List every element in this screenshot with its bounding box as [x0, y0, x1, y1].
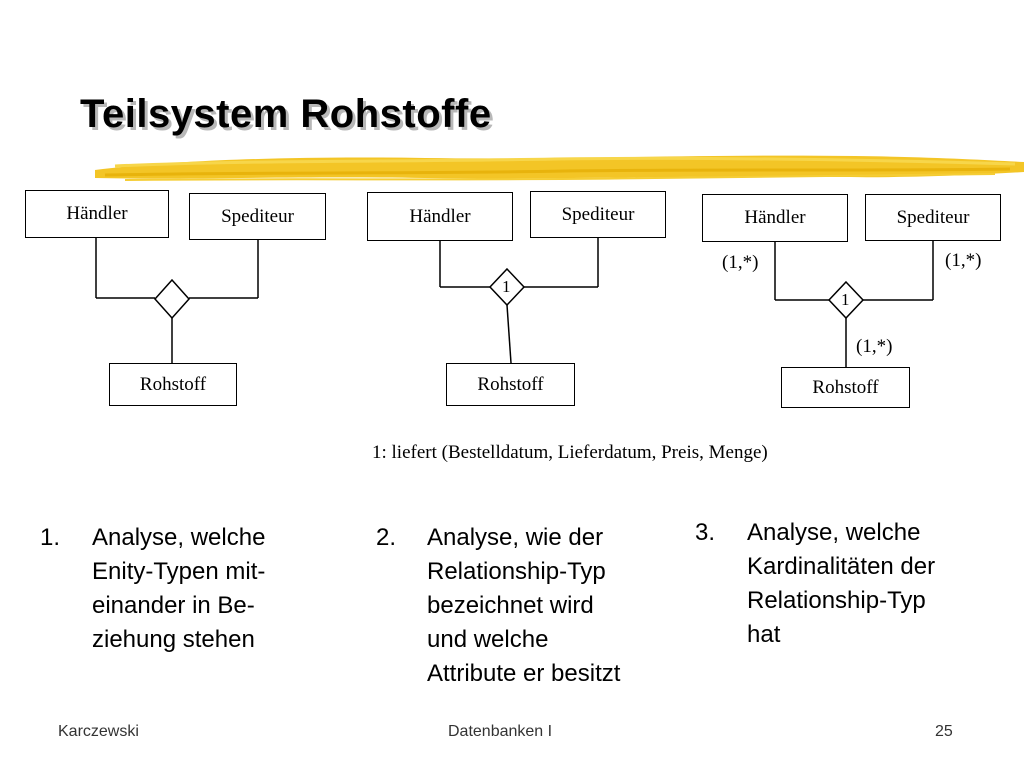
- diagram-1-entity-haendler: Händler: [25, 190, 169, 238]
- diagram-3-cardinality-haendler: (1,*): [722, 252, 759, 273]
- diagram-2-entity-haendler: Händler: [367, 192, 513, 241]
- diagram-1-entity-spediteur: Spediteur: [189, 193, 326, 240]
- point-3-line: Kardinalitäten der: [747, 553, 936, 580]
- point-3-number: 3.: [695, 519, 716, 546]
- point-2-line: Attribute er besitzt: [427, 660, 621, 687]
- point-2-line: Analyse, wie der: [427, 524, 604, 551]
- point-1-number: 1.: [40, 524, 61, 551]
- point-1-text: Analyse, welche Enity-Typen mit- einande…: [92, 521, 265, 657]
- diagram-3-entity-haendler: Händler: [702, 194, 848, 242]
- point-1-line: Enity-Typen mit-: [92, 558, 266, 585]
- footer-course: Datenbanken I: [448, 723, 553, 740]
- diagram-3-relationship-diamond: [827, 280, 865, 320]
- point-2-text: Analyse, wie der Relationship-Typ bezeic…: [427, 521, 620, 691]
- diagram-3-cardinality-rohstoff: (1,*): [856, 336, 893, 357]
- diagram-2-entity-rohstoff: Rohstoff: [446, 363, 575, 406]
- diagram-3-lines: [774, 241, 934, 367]
- relationship-caption: 1: liefert (Bestelldatum, Lieferdatum, P…: [372, 442, 768, 463]
- slide-title: Teilsystem Rohstoffe: [80, 92, 492, 136]
- point-3-line: hat: [747, 621, 781, 648]
- point-2-line: bezeichnet wird: [427, 592, 594, 619]
- footer-author: Karczewski: [58, 723, 139, 740]
- diagram-1-relationship-diamond: [153, 278, 191, 320]
- point-1-line: Analyse, welche: [92, 524, 266, 551]
- diagram-3-cardinality-spediteur: (1,*): [945, 250, 982, 271]
- point-1-line: einander in Be-: [92, 592, 255, 619]
- diagram-3-entity-rohstoff: Rohstoff: [781, 367, 910, 408]
- diagram-2-entity-spediteur: Spediteur: [530, 191, 666, 238]
- point-2-line: und welche: [427, 626, 549, 653]
- diagram-3-entity-spediteur: Spediteur: [865, 194, 1001, 241]
- point-1-line: ziehung stehen: [92, 626, 255, 653]
- point-3-text: Analyse, welche Kardinalitäten der Relat…: [747, 516, 935, 652]
- point-2-number: 2.: [376, 524, 397, 551]
- diagram-2-relationship-label: 1: [502, 277, 511, 296]
- diagram-2-relationship-diamond: [488, 267, 526, 307]
- diagram-2-lines: [439, 238, 599, 364]
- point-3-line: Analyse, welche: [747, 519, 921, 546]
- diagram-1-entity-rohstoff: Rohstoff: [109, 363, 237, 406]
- point-2: 2. Analyse, wie der Relationship-Typ bez…: [376, 521, 676, 696]
- title-underline-brush: [95, 155, 1024, 181]
- footer-page-number: 25: [935, 723, 953, 740]
- point-1: 1. Analyse, welche Enity-Typen mit- eina…: [40, 521, 340, 661]
- point-3: 3. Analyse, welche Kardinalitäten der Re…: [695, 516, 995, 656]
- diagram-1-lines: [95, 238, 259, 363]
- point-2-line: Relationship-Typ: [427, 558, 606, 585]
- diagram-3-relationship-label: 1: [841, 290, 850, 309]
- er-connectors: [95, 238, 934, 367]
- point-3-line: Relationship-Typ: [747, 587, 926, 614]
